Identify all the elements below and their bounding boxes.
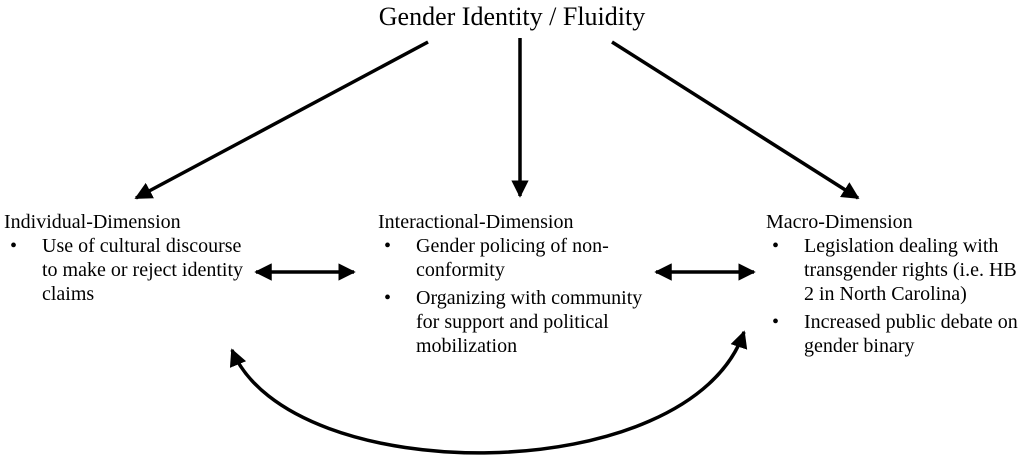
- arrow-title-to-individual: [134, 40, 429, 200]
- macro-dimension-item: Legislation dealing with transgender rig…: [766, 234, 1022, 306]
- macro-dimension-item: Increased public debate on gender binary: [766, 310, 1022, 358]
- individual-dimension-heading: Individual-Dimension: [4, 211, 181, 233]
- diagram-title: Gender Identity / Fluidity: [378, 2, 646, 31]
- arrow-title-to-macro: [611, 40, 860, 200]
- individual-dimension: Individual-Dimension Use of cultural dis…: [4, 210, 244, 306]
- interactional-dimension-list: Gender policing of non-conformity Organi…: [378, 234, 648, 358]
- macro-dimension: Macro-Dimension Legislation dealing with…: [766, 210, 1022, 358]
- macro-dimension-heading: Macro-Dimension: [766, 211, 913, 233]
- interactional-dimension-item: Organizing with community for support an…: [378, 286, 648, 358]
- interactional-dimension-item: Gender policing of non-conformity: [378, 234, 648, 282]
- interactional-dimension-heading: Interactional-Dimension: [378, 211, 574, 233]
- individual-dimension-list: Use of cultural discourse to make or rej…: [4, 234, 244, 306]
- individual-dimension-item: Use of cultural discourse to make or rej…: [4, 234, 244, 306]
- interactional-dimension: Interactional-Dimension Gender policing …: [378, 210, 648, 358]
- arrow-individual-macro-curve: [229, 330, 748, 455]
- macro-dimension-list: Legislation dealing with transgender rig…: [766, 234, 1022, 358]
